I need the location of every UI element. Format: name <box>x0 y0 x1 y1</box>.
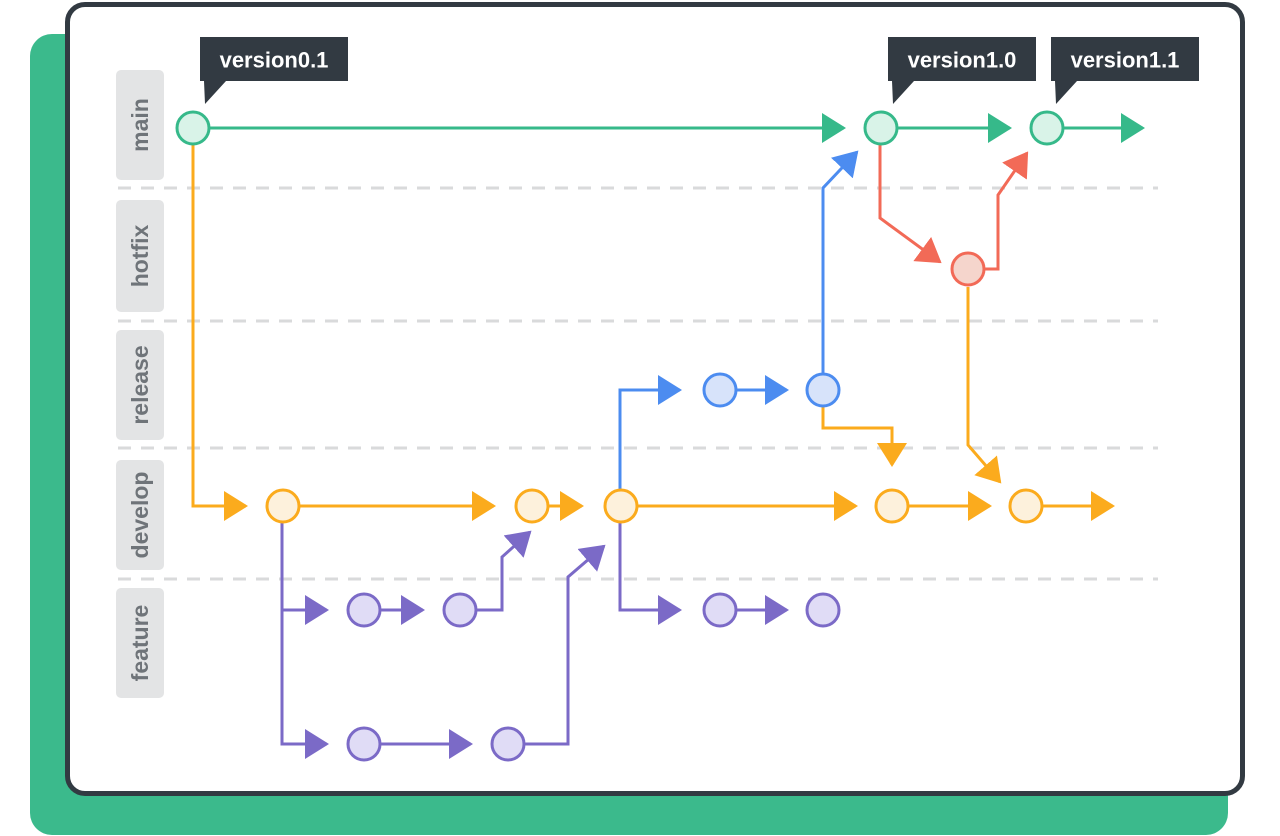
hotfix-to-main <box>985 151 1029 271</box>
tag-callout <box>1051 37 1199 104</box>
lane-label-develop: develop <box>127 472 153 559</box>
lane-label-release: release <box>127 345 153 424</box>
develop-to-feature-b <box>280 610 329 759</box>
lane-pill-develop <box>116 460 164 570</box>
commit-main-3 <box>1029 110 1065 146</box>
commit-develop-5 <box>1008 488 1044 524</box>
lane-pill-main <box>116 70 164 180</box>
commit-feature-b-1 <box>346 726 382 762</box>
lane-pill-hotfix <box>116 200 164 312</box>
commit-hotfix-1 <box>950 251 986 287</box>
version-tag-v11: version1.1 <box>1051 37 1199 104</box>
commit-develop-2 <box>514 488 550 524</box>
tag-callout <box>888 37 1036 104</box>
release-to-main <box>821 150 859 373</box>
tag-callout <box>200 37 348 104</box>
tag-label: version0.1 <box>220 48 329 73</box>
tag-label: version1.0 <box>908 48 1017 73</box>
lane-label-main: main <box>127 98 153 152</box>
commit-nodes <box>175 110 1065 762</box>
lane-pill-release <box>116 330 164 440</box>
lane-pill-feature <box>116 588 164 698</box>
branch-connectors <box>191 113 1145 759</box>
main-to-hotfix <box>878 145 942 264</box>
commit-feature-c-2 <box>805 592 841 628</box>
commit-develop-3 <box>603 488 639 524</box>
develop-to-release <box>618 375 682 489</box>
commit-feature-b-2 <box>490 726 526 762</box>
main-to-develop <box>191 145 248 521</box>
feature-a-to-develop <box>477 530 532 612</box>
lane-label-hotfix: hotfix <box>127 224 153 287</box>
lane-labels: main hotfix release develop feature <box>116 70 164 698</box>
version-tag-v10: version1.0 <box>888 37 1036 104</box>
feature-b-to-develop <box>525 544 606 746</box>
commit-feature-a-1 <box>346 592 382 628</box>
hotfix-to-develop <box>966 287 1002 484</box>
develop-to-feature-a <box>280 523 329 625</box>
version-tag-v01: version0.1 <box>200 37 348 104</box>
lane-label-feature: feature <box>127 605 153 682</box>
commit-develop-4 <box>874 488 910 524</box>
commit-develop-1 <box>265 488 301 524</box>
lane-dividers <box>118 186 1158 581</box>
commit-feature-a-2 <box>442 592 478 628</box>
commit-main-1 <box>175 110 211 146</box>
develop-to-feature-c <box>618 523 682 625</box>
tag-label: version1.1 <box>1071 48 1180 73</box>
commit-main-2 <box>863 110 899 146</box>
commit-release-1 <box>702 372 738 408</box>
commit-release-2 <box>805 372 841 408</box>
commit-feature-c-1 <box>702 592 738 628</box>
release-to-develop <box>821 407 907 467</box>
